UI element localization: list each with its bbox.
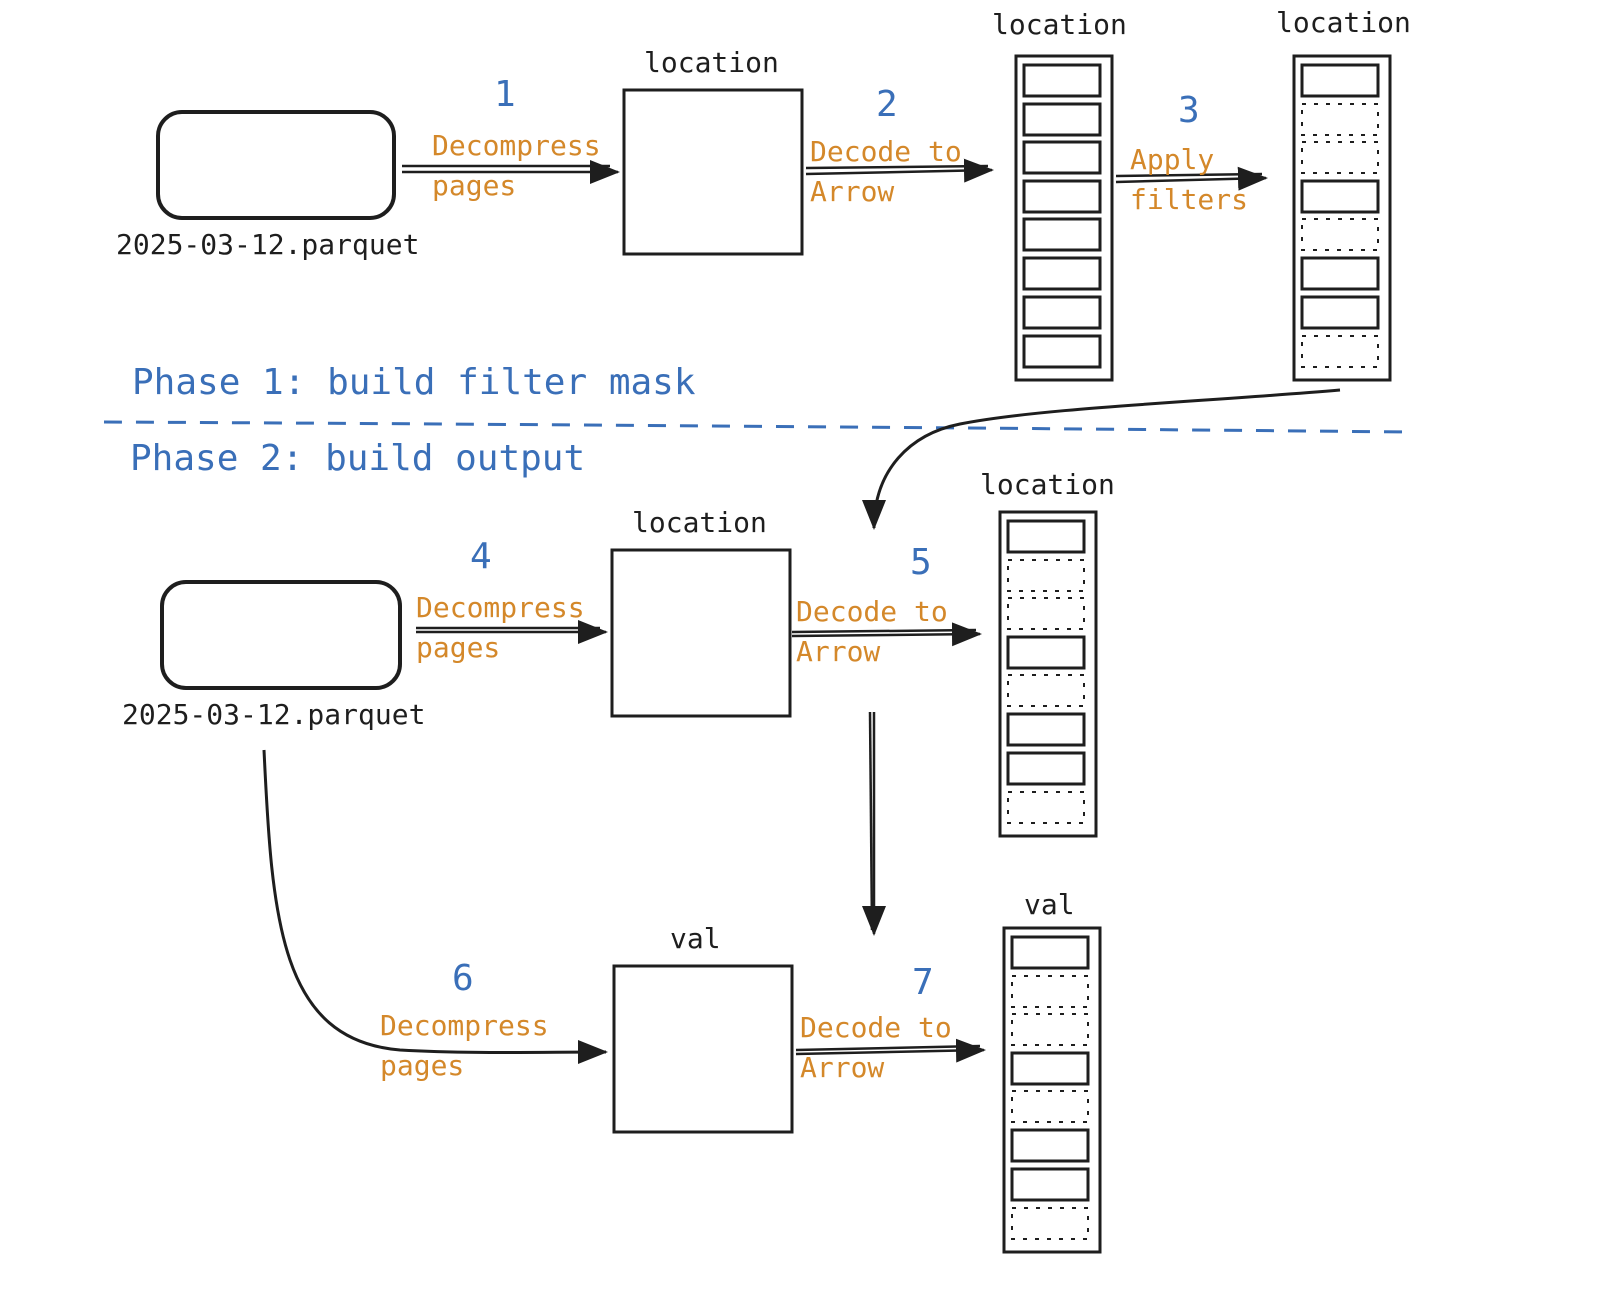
- step1-label-line1: Decompress: [432, 129, 601, 162]
- step3-label-line2: filters: [1130, 183, 1249, 216]
- val-page-box: [612, 964, 794, 1134]
- step2-label-line2: Arrow: [810, 175, 895, 208]
- step-number-4: 4: [470, 536, 492, 577]
- phase1-title: Phase 1: build filter mask: [132, 362, 696, 403]
- location-box-label-phase1: location: [644, 46, 779, 79]
- parquet-file-label-phase1: 2025-03-12.parquet: [116, 228, 420, 261]
- arrow-step5: [791, 622, 982, 647]
- step6-label-line1: Decompress: [380, 1009, 549, 1042]
- parquet-file-shape-phase2: [160, 580, 402, 690]
- parquet-file-shape-phase1: [156, 110, 396, 220]
- parquet-file-label-phase2: 2025-03-12.parquet: [122, 698, 426, 731]
- val-output-label: val: [1024, 888, 1075, 921]
- arrow-step4: [416, 620, 608, 644]
- step4-label-line1: Decompress: [416, 591, 585, 624]
- arrow-step1: [402, 160, 620, 184]
- step-number-5: 5: [910, 542, 932, 583]
- step-number-2: 2: [876, 84, 898, 125]
- filter-mask-arrow: [862, 388, 1341, 530]
- step-number-7: 7: [912, 962, 934, 1003]
- step4-label-line2: pages: [416, 631, 501, 664]
- step-number-1: 1: [494, 74, 516, 115]
- step1-label-line2: pages: [432, 169, 517, 202]
- location-box-label-phase2: location: [632, 506, 767, 539]
- step5-label-line2: Arrow: [796, 635, 881, 668]
- location-filtered-column: [1292, 54, 1392, 382]
- val-output-column: [1002, 926, 1102, 1254]
- val-box-label: val: [670, 922, 721, 955]
- location-decoded-label: location: [992, 8, 1127, 41]
- phase2-title: Phase 2: build output: [130, 438, 586, 479]
- arrow-step7: [795, 1038, 986, 1063]
- arrow-step2: [805, 158, 994, 183]
- step-number-6: 6: [452, 958, 474, 999]
- step7-label-line1: Decode to: [800, 1011, 952, 1044]
- step5-label-line1: Decode to: [796, 595, 948, 628]
- arrow-step6: [262, 749, 608, 1065]
- phase-divider: [103, 420, 1411, 434]
- mask-reuse-arrow: [862, 711, 886, 936]
- arrow-step3: [1115, 166, 1268, 191]
- location-decoded-column: [1014, 54, 1114, 382]
- step7-label-line2: Arrow: [800, 1051, 885, 1084]
- step3-label-line1: Apply: [1130, 143, 1215, 176]
- step2-label-line1: Decode to: [810, 135, 962, 168]
- location-filtered-label: location: [1276, 6, 1411, 39]
- location-page-box-phase1: [622, 88, 804, 256]
- step6-label-line2: pages: [380, 1049, 465, 1082]
- step-number-3: 3: [1178, 90, 1200, 131]
- location-page-box-phase2: [610, 548, 792, 718]
- location-output-label: location: [980, 468, 1115, 501]
- location-output-column: [998, 510, 1098, 838]
